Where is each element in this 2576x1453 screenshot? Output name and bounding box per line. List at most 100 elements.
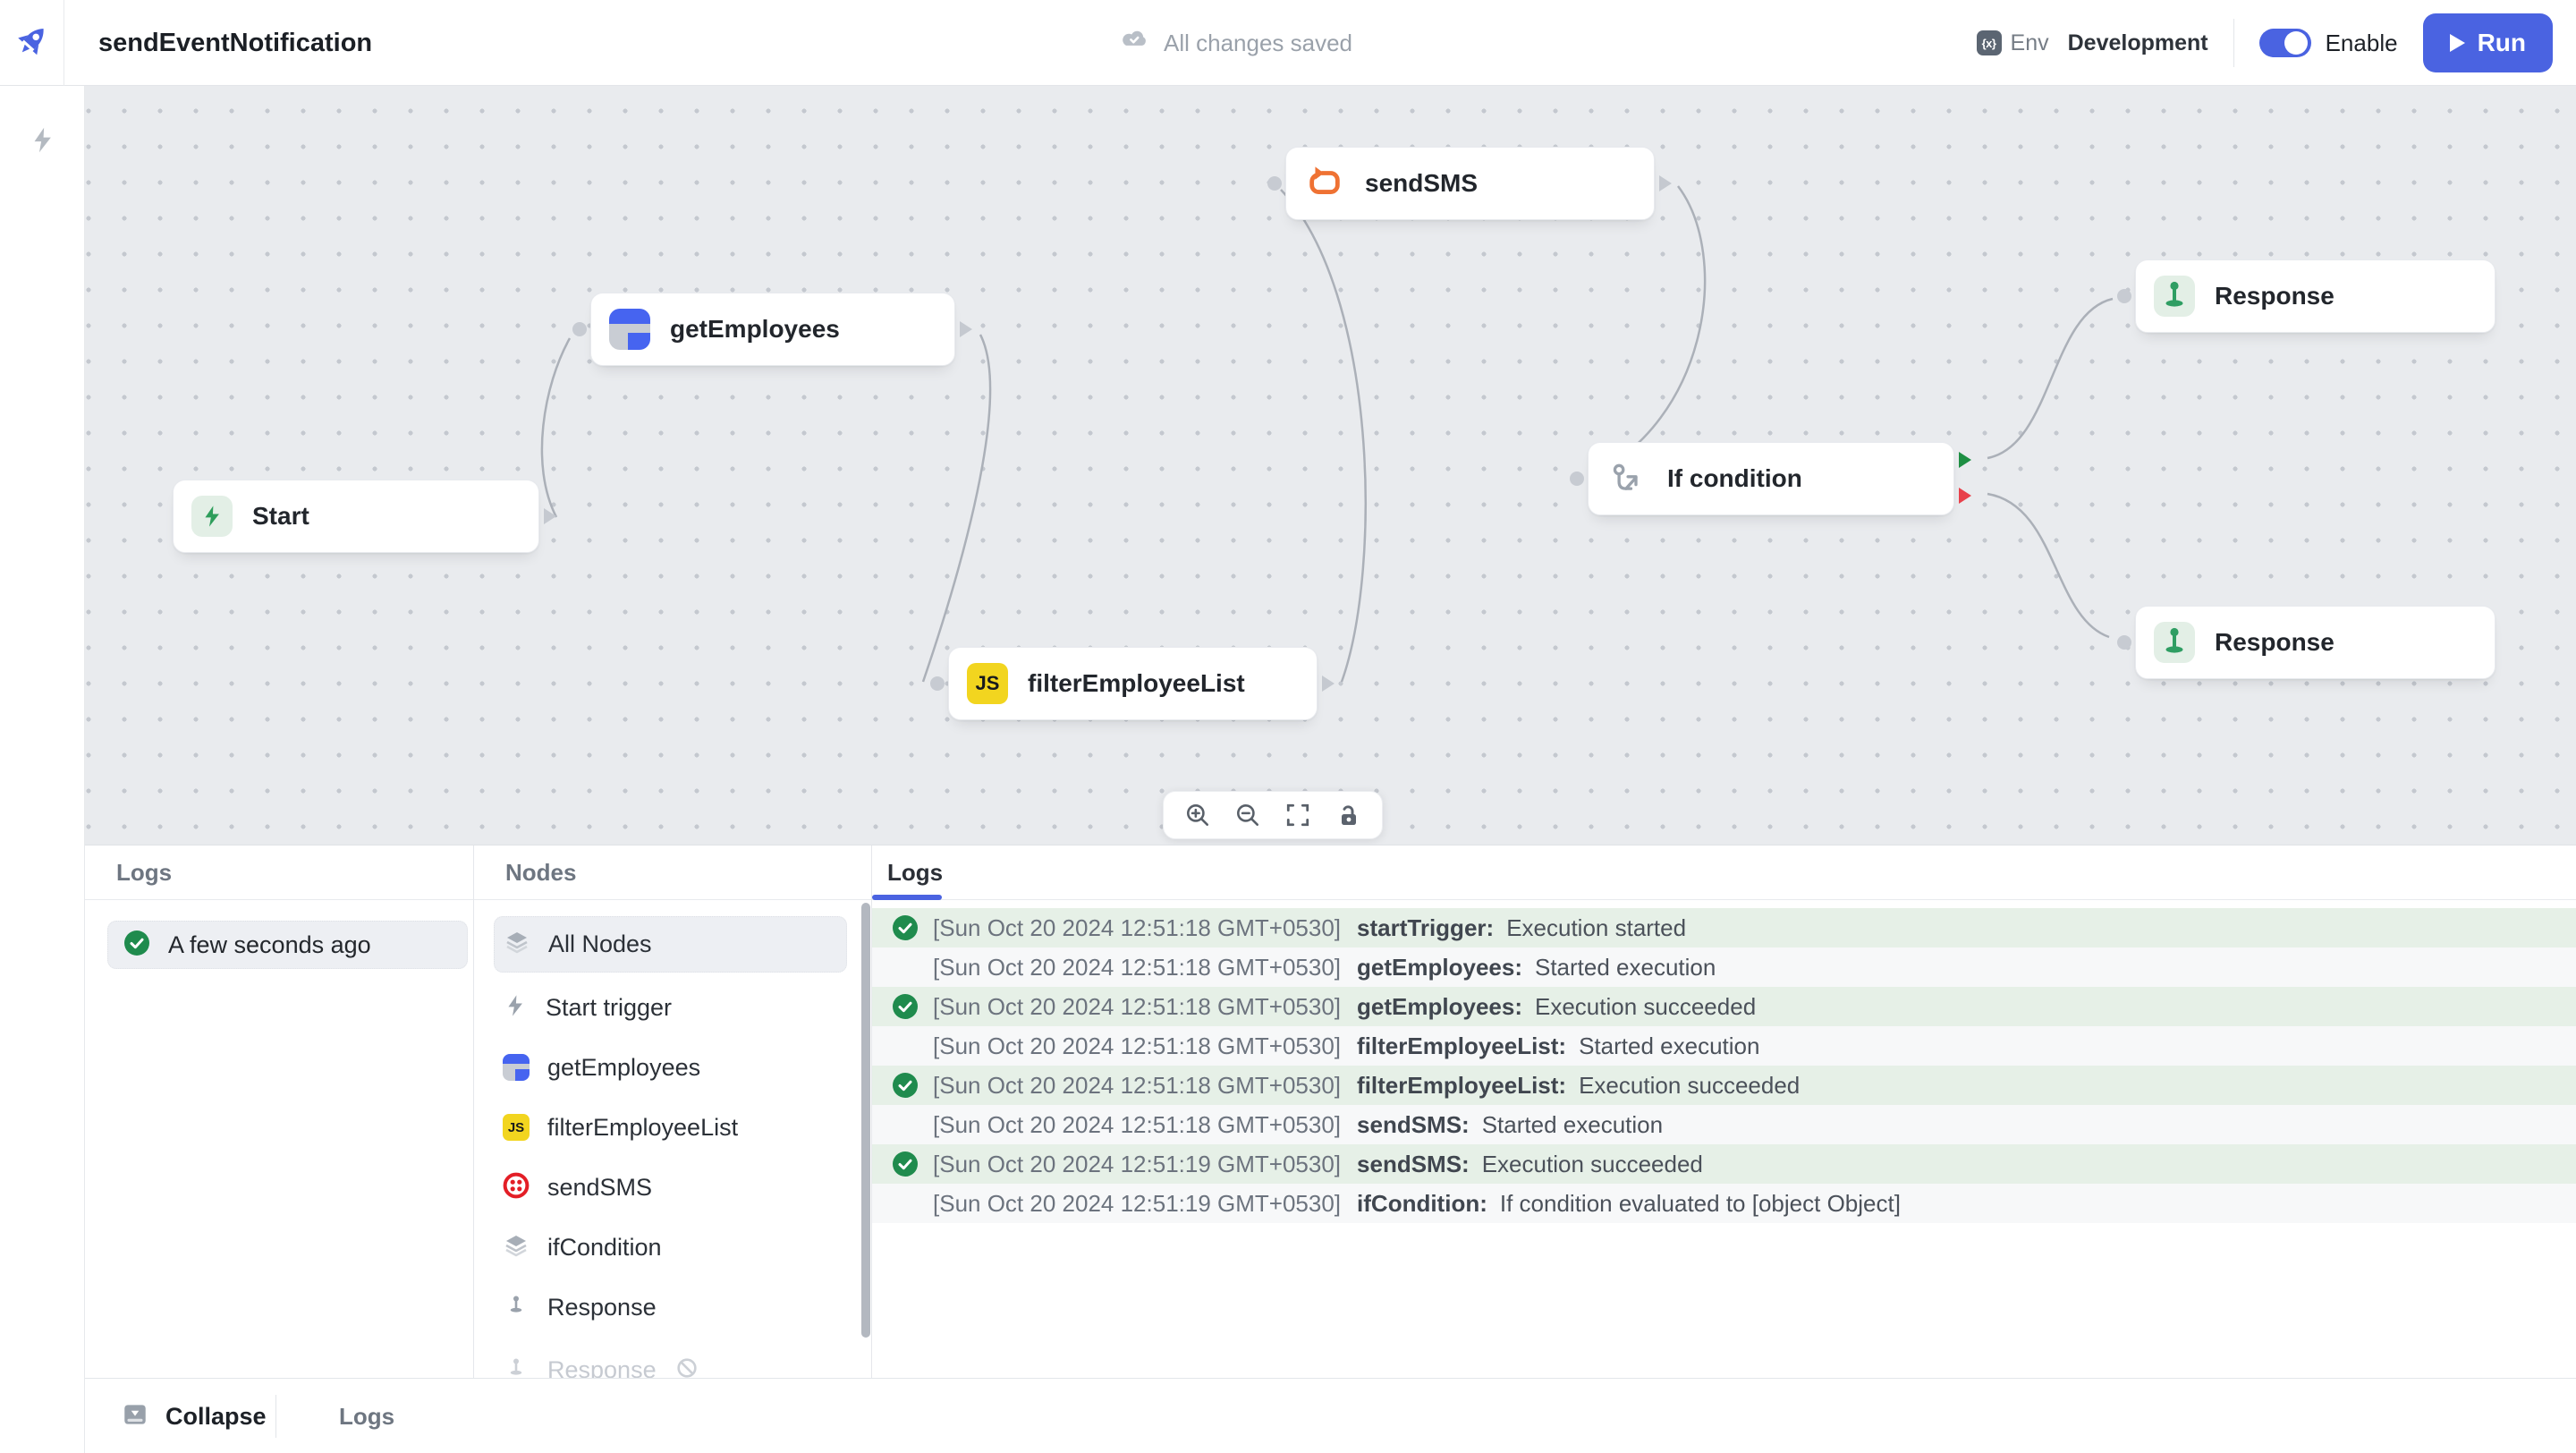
nodes-list-label: sendSMS xyxy=(547,1173,653,1201)
disabled-slash-icon xyxy=(674,1355,699,1380)
log-message: Started execution xyxy=(1481,1110,1664,1138)
check-circle-icon xyxy=(892,914,919,946)
response-pin-icon xyxy=(2154,276,2195,317)
node-label: filterEmployeeList xyxy=(1028,669,1245,697)
toggle-knob xyxy=(2284,31,2308,55)
output-handle[interactable] xyxy=(1322,676,1335,692)
node-getEmployees[interactable]: getEmployees xyxy=(572,293,972,366)
node-start[interactable]: Start xyxy=(173,480,556,553)
node-label: If condition xyxy=(1667,464,1802,492)
cloud-check-icon xyxy=(1118,24,1150,63)
log-row[interactable]: [Sun Oct 20 2024 12:51:18 GMT+0530]getEm… xyxy=(872,947,2576,987)
edge-ifCondition-false xyxy=(1987,492,2110,639)
log-row[interactable]: [Sun Oct 20 2024 12:51:18 GMT+0530]sendS… xyxy=(872,1105,2576,1144)
log-message: Execution started xyxy=(1506,913,1687,941)
env-label: Env xyxy=(2010,30,2049,55)
enable-toggle[interactable] xyxy=(2258,29,2311,57)
log-message: Execution succeeded xyxy=(1534,992,1757,1020)
save-status: All changes saved xyxy=(1118,0,1352,86)
node-response-false[interactable]: Response xyxy=(2117,606,2496,679)
fit-view-icon[interactable] xyxy=(1284,801,1312,829)
zoom-in-icon[interactable] xyxy=(1183,801,1212,829)
nodes-list-label: Start trigger xyxy=(546,993,673,1021)
runs-column: Logs A few seconds ago xyxy=(85,845,474,1379)
footer-bar: Collapse Logs xyxy=(85,1378,2576,1453)
layers-icon xyxy=(503,1232,530,1263)
trigger-rail-icon[interactable] xyxy=(28,125,57,159)
edge-start-getEmployees xyxy=(540,337,572,518)
log-row[interactable]: [Sun Oct 20 2024 12:51:18 GMT+0530]filte… xyxy=(872,1066,2576,1105)
lightning-icon xyxy=(503,993,528,1023)
node-filterEmployeeList[interactable]: JS filterEmployeeList xyxy=(930,647,1335,720)
output-handle[interactable] xyxy=(1659,175,1672,191)
node-label: Start xyxy=(252,502,309,530)
input-handle[interactable] xyxy=(1570,472,1584,486)
run-button[interactable]: Run xyxy=(2422,13,2553,72)
log-row[interactable]: [Sun Oct 20 2024 12:51:19 GMT+0530] sendS… xyxy=(872,1144,2576,1184)
node-response-true[interactable]: Response xyxy=(2117,259,2496,333)
log-message: If condition evaluated to [object Object… xyxy=(1499,1189,1901,1217)
log-row[interactable]: [Sun Oct 20 2024 12:51:18 GMT+0530] filte… xyxy=(872,1026,2576,1066)
nodes-list-item-response[interactable]: Response xyxy=(494,1287,847,1328)
twilio-icon xyxy=(503,1172,530,1203)
workflow-canvas[interactable]: Start getEmployees sendSMS JS filterEmpl… xyxy=(85,86,2576,845)
input-handle[interactable] xyxy=(930,676,945,691)
branch-icon xyxy=(1606,458,1648,499)
log-node-name: getEmployees: xyxy=(1357,992,1522,1020)
collapse-panel-icon xyxy=(121,1400,149,1433)
active-tab-indicator xyxy=(872,895,942,900)
nodes-list-item-ifCondition[interactable]: ifCondition xyxy=(494,1227,847,1268)
run-button-label: Run xyxy=(2477,29,2526,56)
collapse-button[interactable]: Collapse xyxy=(121,1379,267,1453)
output-handle[interactable] xyxy=(544,508,556,524)
check-circle-icon xyxy=(892,1151,919,1182)
tab-logs[interactable]: Logs xyxy=(887,858,944,886)
input-handle[interactable] xyxy=(1267,176,1282,191)
env-selector[interactable]: Development xyxy=(2067,30,2208,55)
log-node-name: sendSMS: xyxy=(1357,1150,1470,1177)
footer-logs-tab[interactable]: Logs xyxy=(339,1402,395,1430)
nodes-list-label: ifCondition xyxy=(547,1233,662,1261)
nodes-header-label: Nodes xyxy=(505,858,577,886)
log-timestamp: [Sun Oct 20 2024 12:51:18 GMT+0530] xyxy=(933,1032,1342,1059)
nodes-list-item-sendSMS[interactable]: sendSMS xyxy=(494,1167,847,1208)
response-pin-icon xyxy=(503,1355,530,1380)
app-logo[interactable] xyxy=(0,0,64,86)
input-handle[interactable] xyxy=(572,322,587,336)
check-circle-icon xyxy=(123,930,150,961)
log-node-name: filterEmployeeList: xyxy=(1357,1032,1567,1059)
log-message: Execution succeeded xyxy=(1579,1071,1801,1099)
log-timestamp: [Sun Oct 20 2024 12:51:19 GMT+0530] xyxy=(933,1150,1342,1177)
node-sendSMS[interactable]: sendSMS xyxy=(1267,147,1672,220)
node-label: sendSMS xyxy=(1365,169,1479,197)
log-row[interactable]: [Sun Oct 20 2024 12:51:18 GMT+0530]getEm… xyxy=(872,987,2576,1026)
check-circle-icon xyxy=(892,993,919,1024)
output-handle[interactable] xyxy=(960,321,972,337)
nodes-list-item-start-trigger[interactable]: Start trigger xyxy=(494,987,847,1028)
log-row[interactable]: [Sun Oct 20 2024 12:51:19 GMT+0530]ifCon… xyxy=(872,1184,2576,1223)
workflow-title[interactable]: sendEventNotification xyxy=(98,28,373,57)
log-message: Execution succeeded xyxy=(1481,1150,1703,1177)
zoom-out-icon[interactable] xyxy=(1233,801,1262,829)
edge-ifCondition-true xyxy=(1987,297,2114,460)
nodes-list-label: Response xyxy=(547,1355,657,1380)
log-row[interactable]: [Sun Oct 20 2024 12:51:18 GMT+0530]start… xyxy=(872,908,2576,947)
node-ifCondition[interactable]: If condition xyxy=(1570,442,1971,515)
true-output-handle[interactable] xyxy=(1959,452,1971,468)
node-label: getEmployees xyxy=(670,315,840,343)
run-history-item[interactable]: A few seconds ago xyxy=(107,921,468,969)
input-handle[interactable] xyxy=(2117,289,2131,303)
footer-divider xyxy=(275,1395,276,1438)
input-handle[interactable] xyxy=(2117,635,2131,650)
node-label: Response xyxy=(2215,282,2334,310)
logs-column: Logs [Sun Oct 20 2024 12:51:18 GMT+0530]… xyxy=(872,845,2576,1379)
nodes-list-item-filterEmployeeList[interactable]: JS filterEmployeeList xyxy=(494,1107,847,1148)
nodes-list-item-all[interactable]: All Nodes xyxy=(494,916,847,973)
log-node-name: filterEmployeeList: xyxy=(1357,1071,1567,1099)
lock-icon[interactable] xyxy=(1334,801,1362,829)
nodes-list-item-response-disabled[interactable]: Response xyxy=(494,1349,847,1379)
nodes-list-item-getEmployees[interactable]: getEmployees xyxy=(494,1047,847,1088)
false-output-handle[interactable] xyxy=(1959,488,1971,504)
nodes-list-scrollbar[interactable] xyxy=(861,903,870,1338)
header-actions: {x} Env Development Enable Run xyxy=(1976,0,2553,86)
